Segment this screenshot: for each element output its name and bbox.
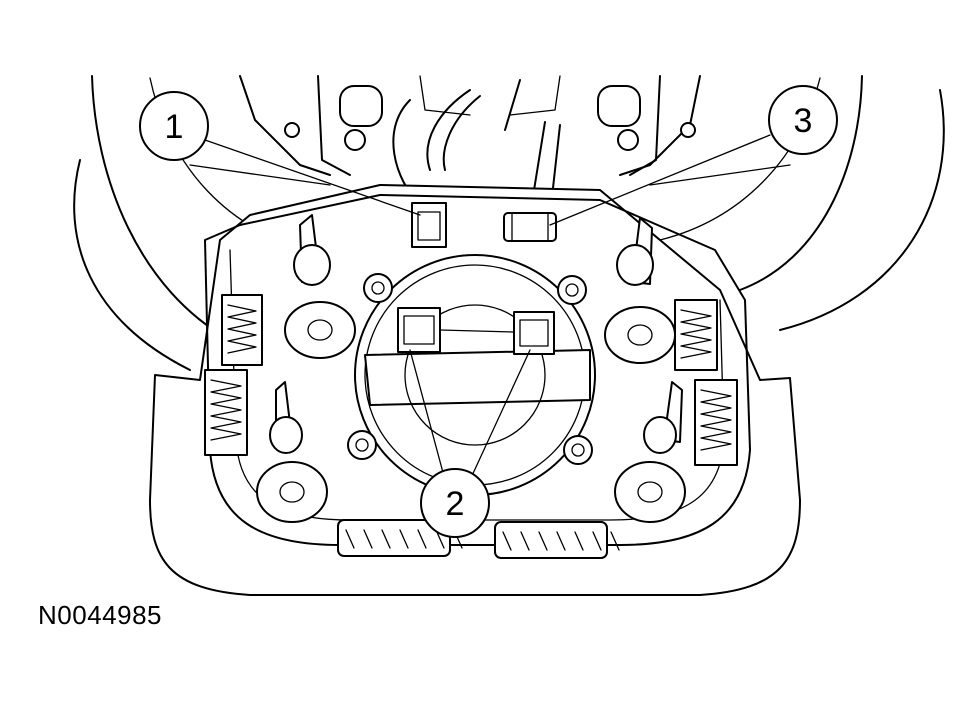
figure-reference-code: N0044985 <box>38 600 162 630</box>
callout-1-label: 1 <box>165 108 184 146</box>
callout-3-label: 3 <box>794 102 813 140</box>
steering-hub <box>189 75 791 186</box>
mounting-nuts <box>347 273 593 465</box>
round-bosses <box>256 301 686 523</box>
callout-1: 1 <box>139 91 209 161</box>
upper-connectors <box>411 202 557 248</box>
clockspring-connectors <box>397 307 555 355</box>
callout-2-label: 2 <box>446 485 465 523</box>
callout-2: 2 <box>420 468 490 538</box>
callout-3: 3 <box>768 85 838 155</box>
leader-lines <box>204 134 771 481</box>
horn-contact-springs <box>204 294 738 559</box>
retaining-pins <box>269 214 683 454</box>
